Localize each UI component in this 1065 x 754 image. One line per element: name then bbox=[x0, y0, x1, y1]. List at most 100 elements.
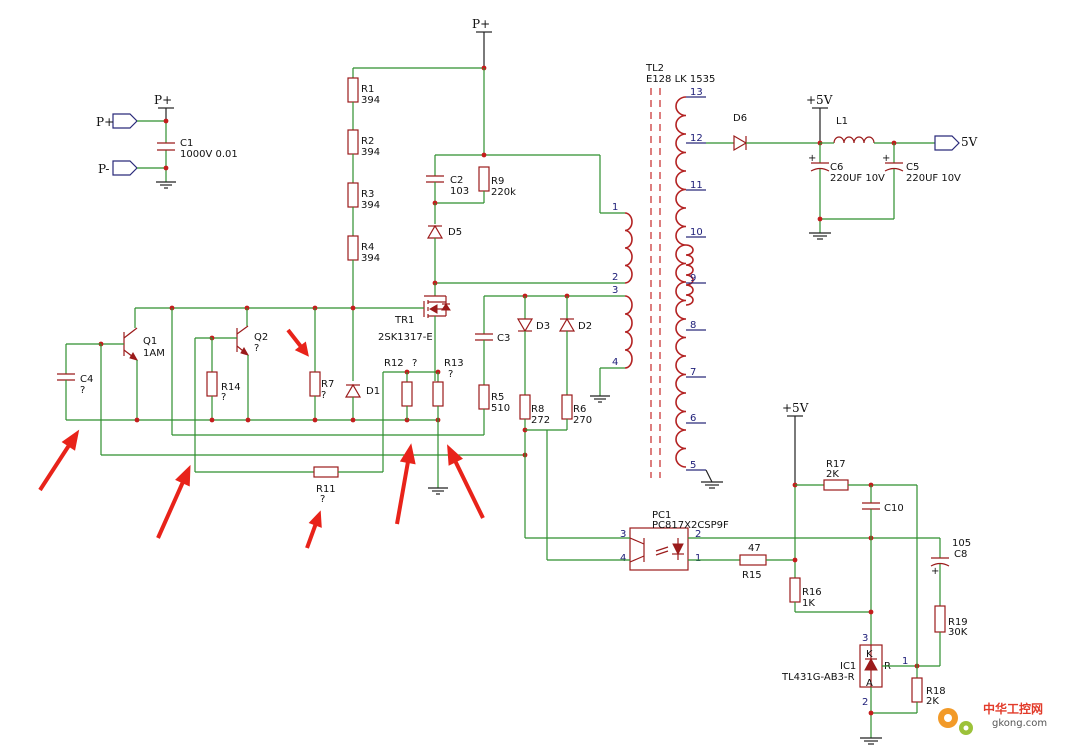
d1-ref: D1 bbox=[366, 386, 380, 397]
c1-ref: C1 bbox=[180, 138, 193, 149]
tl2-pin-6: 6 bbox=[690, 413, 696, 424]
r16-value: 1K bbox=[802, 598, 815, 609]
arrow-r11 bbox=[305, 510, 322, 549]
r18-value: 2K bbox=[926, 696, 939, 707]
arrow-r12 bbox=[395, 443, 416, 525]
r1-ref: R1 bbox=[361, 84, 374, 95]
svg-text:+: + bbox=[931, 566, 939, 577]
tl2-pin-11: 11 bbox=[690, 180, 703, 191]
r7-value: ? bbox=[321, 390, 326, 401]
annotation-arrows bbox=[38, 328, 485, 549]
arrow-c4 bbox=[38, 429, 80, 492]
d2-ref: D2 bbox=[578, 321, 592, 332]
r19-ref: R19 bbox=[948, 617, 968, 628]
q2-ref: Q2 bbox=[254, 332, 268, 343]
pc1-ref: PC1 bbox=[652, 510, 671, 521]
r7-ref: R7 bbox=[321, 379, 334, 390]
tl2-pin-10: 10 bbox=[690, 227, 703, 238]
c5-value: 220UF 10V bbox=[906, 173, 961, 184]
r17-ref: R17 bbox=[826, 459, 846, 470]
p-plus-top-label: P+ bbox=[472, 17, 490, 31]
c8-ref: C8 bbox=[954, 549, 967, 560]
aux-winding-section: C3 R5 510 D3 R8 272 D2 R6 270 bbox=[475, 293, 625, 538]
r2-value: 394 bbox=[361, 147, 380, 158]
c6-ref: C6 bbox=[830, 162, 843, 173]
c8-value: 105 bbox=[952, 538, 971, 549]
tr1-value: 2SK1317-E bbox=[378, 332, 433, 343]
pc1-pin-3: 3 bbox=[620, 529, 626, 540]
watermark-site: gkong.com bbox=[992, 718, 1047, 729]
ic1-pin-1: 1 bbox=[902, 656, 908, 667]
transformer-tl2: TL2 E128 LK 1535 1 2 3 4 13 12 11 10 9 8… bbox=[612, 63, 723, 489]
tr1-ref: TR1 bbox=[394, 315, 414, 326]
r16-ref: R16 bbox=[802, 587, 822, 598]
r15-ref: R15 bbox=[742, 570, 762, 581]
c10-ref: C10 bbox=[884, 503, 904, 514]
tl2-value: E128 LK 1535 bbox=[646, 74, 715, 85]
pc1-pin-4: 4 bbox=[620, 553, 626, 564]
r12-value: ? bbox=[412, 358, 417, 369]
r3-ref: R3 bbox=[361, 189, 374, 200]
ic1-value: TL431G-AB3-R bbox=[781, 672, 855, 683]
c5-ref: C5 bbox=[906, 162, 919, 173]
q1-ref: Q1 bbox=[143, 336, 157, 347]
ic1-ref: IC1 bbox=[840, 661, 856, 672]
p-plus-top-rail: P+ bbox=[472, 17, 492, 68]
tl2-pin-4: 4 bbox=[612, 357, 618, 368]
r6-ref: R6 bbox=[573, 404, 586, 415]
r5-value: 510 bbox=[491, 403, 510, 414]
c6-value: 220UF 10V bbox=[830, 173, 885, 184]
port-5v-label: 5V bbox=[961, 135, 978, 149]
port-p-plus-label: P+ bbox=[96, 115, 114, 129]
c4-value: ? bbox=[80, 385, 85, 396]
snubber-network: C2 103 R9 220k D5 bbox=[426, 68, 625, 283]
start-resistor-ladder: R1 394 R2 394 R3 394 R4 394 bbox=[347, 65, 487, 381]
q1-value: 1AM bbox=[143, 348, 165, 359]
watermark-brand: 中华工控网 bbox=[983, 701, 1043, 716]
c2-ref: C2 bbox=[450, 175, 463, 186]
r19-value: 30K bbox=[948, 627, 968, 638]
r9-value: 220k bbox=[491, 187, 516, 198]
tl2-pin-5: 5 bbox=[690, 460, 696, 471]
feedback-section: PC1 PC817X2CSP9F 3 4 2 1 47 R15 +5V bbox=[525, 401, 971, 745]
tl2-pin-3: 3 bbox=[612, 285, 618, 296]
c3-ref: C3 bbox=[497, 333, 510, 344]
r6-value: 270 bbox=[573, 415, 592, 426]
tl2-pin-9: 9 bbox=[690, 273, 696, 284]
r14-ref: R14 bbox=[221, 382, 241, 393]
ic1-a-label: A bbox=[866, 678, 873, 689]
drive-protection-section: Q1 1AM C4 ? Q2 ? R14 ? bbox=[57, 305, 528, 505]
r11-ref: R11 bbox=[316, 484, 336, 495]
tl2-pin-13: 13 bbox=[690, 87, 703, 98]
d5-ref: D5 bbox=[448, 227, 462, 238]
tr1-mosfet: TR1 2SK1317-E bbox=[135, 280, 625, 381]
c4-ref: C4 bbox=[80, 374, 93, 385]
r4-ref: R4 bbox=[361, 242, 374, 253]
r14-value: ? bbox=[221, 392, 226, 403]
pc1-pin-2: 2 bbox=[695, 529, 701, 540]
tl2-pin-12: 12 bbox=[690, 133, 703, 144]
ic1-pin-2: 2 bbox=[862, 697, 868, 708]
r5-ref: R5 bbox=[491, 392, 504, 403]
d3-ref: D3 bbox=[536, 321, 550, 332]
arrow-r7 bbox=[286, 328, 309, 357]
r11-value: ? bbox=[320, 494, 325, 505]
r17-value: 2K bbox=[826, 469, 839, 480]
p-plus-left-label: P+ bbox=[154, 93, 172, 107]
r13-value: ? bbox=[448, 369, 453, 380]
svg-text:+: + bbox=[882, 153, 890, 164]
output-filter: D6 +5V L1 5V + C6 220UF 10V + C5 220UF 1… bbox=[706, 93, 978, 240]
ic1-k-label: K bbox=[866, 649, 873, 660]
tl2-pin-7: 7 bbox=[690, 367, 696, 378]
ic1-pin-3: 3 bbox=[862, 633, 868, 644]
pc1-pin-1: 1 bbox=[695, 553, 701, 564]
r4-value: 394 bbox=[361, 253, 380, 264]
q2-value: ? bbox=[254, 343, 259, 354]
port-p-minus-label: P- bbox=[98, 162, 109, 176]
arrow-r13 bbox=[447, 444, 485, 519]
tl2-ref: TL2 bbox=[645, 63, 664, 74]
r8-value: 272 bbox=[531, 415, 550, 426]
svg-text:+: + bbox=[808, 153, 816, 164]
d6-ref: D6 bbox=[733, 113, 747, 124]
